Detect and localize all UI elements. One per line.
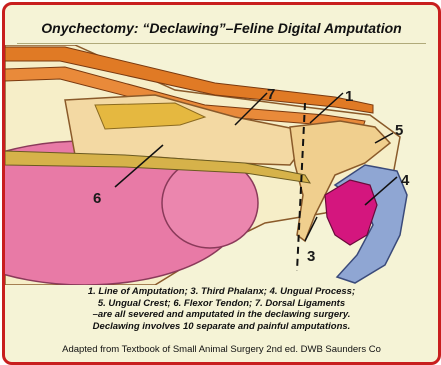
diagram-title: Onychectomy: “Declawing”–Feline Digital … <box>5 20 438 36</box>
label-3: 3 <box>307 248 315 265</box>
source-credit: Adapted from Textbook of Small Animal Su… <box>5 344 438 355</box>
anatomy-caption: 1. Line of Amputation; 3. Third Phalanx;… <box>5 286 438 332</box>
label-7: 7 <box>267 86 275 103</box>
title-divider <box>17 43 426 44</box>
caption-line-4: Declawing involves 10 separate and painf… <box>5 321 438 333</box>
caption-line-1: 1. Line of Amputation; 3. Third Phalanx;… <box>5 286 438 298</box>
label-6: 6 <box>93 190 101 207</box>
label-4: 4 <box>401 172 410 189</box>
label-1: 1 <box>345 88 353 105</box>
caption-line-2: 5. Ungual Crest; 6. Flexor Tendon; 7. Do… <box>5 298 438 310</box>
label-5: 5 <box>395 122 403 139</box>
paw-anatomy-illustration: 1 7 5 4 6 3 <box>5 45 438 285</box>
caption-line-3: –are all severed and amputated in the de… <box>5 309 438 321</box>
